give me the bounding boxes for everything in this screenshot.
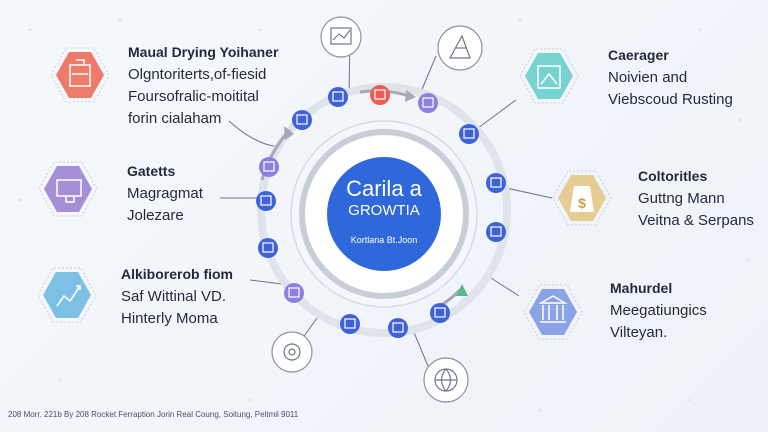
- block-line: Guttng Mann: [638, 190, 725, 207]
- ring-node: [340, 314, 360, 334]
- chart-icon: [56, 285, 81, 307]
- block-title: Maual Drying Yoihaner: [128, 44, 279, 60]
- block-title: Caerager: [608, 47, 669, 63]
- block-line: Veitna & Serpans: [638, 212, 754, 229]
- ring-node: [459, 124, 479, 144]
- ring-node: [370, 85, 390, 105]
- ring-node: [259, 157, 279, 177]
- block-line: Vilteyan.: [610, 324, 668, 341]
- ring-node: [328, 87, 348, 107]
- core-label: Carila a GROWTIA Kortlana Bt.Joon: [328, 176, 440, 246]
- ring-node: [430, 303, 450, 323]
- left-block-1: Maual Drying Yoihaner Olgntoriterts,of-f…: [128, 44, 278, 130]
- hex-right-3: [523, 284, 583, 340]
- block-line: Noivien and: [608, 69, 688, 86]
- block-line: Meegatiungics: [610, 302, 707, 319]
- block-title: Coltoritles: [638, 168, 708, 184]
- block-line: Jolezare: [127, 207, 184, 224]
- gallery-icon: [537, 65, 561, 89]
- ring-arrow-head: [405, 90, 416, 102]
- core-circle: [327, 157, 441, 271]
- block-line: Magragmat: [127, 185, 203, 202]
- ring-node: [258, 238, 278, 258]
- connector-line: [477, 99, 517, 129]
- archive-icon: [69, 59, 91, 87]
- right-block-1: Caerager Noivien and Viebscoud Rusting: [608, 47, 733, 111]
- hex-left-2: [38, 161, 98, 217]
- svg-text:$: $: [578, 195, 586, 211]
- right-block-2: Coltoritles Guttng Mann Veitna & Serpans: [638, 168, 754, 232]
- block-line: Olgntoriterts,of-fiesid: [128, 66, 267, 83]
- block-line: Foursofralic-moitital: [128, 88, 259, 105]
- footer-caption: 208 Morr. 221b By 208 Rocket Ferraption …: [8, 410, 299, 419]
- outline-gear-icon: [271, 331, 313, 373]
- ring-node: [292, 110, 312, 130]
- money-bag-icon: [570, 186, 594, 212]
- block-title: Mahurdel: [610, 280, 673, 296]
- ring-arrow-head: [456, 284, 468, 296]
- ring-node: [418, 93, 438, 113]
- block-line: forin cialaham: [128, 110, 222, 127]
- connector-line: [505, 187, 553, 199]
- core-subtitle: Kortlana Bt.Joon: [350, 235, 418, 245]
- block-title: Alkiborerob fiom: [121, 266, 234, 282]
- connector-line: [419, 55, 437, 95]
- connector-line: [412, 329, 429, 367]
- connector-line: [249, 279, 283, 285]
- ring-node: [388, 318, 408, 338]
- left-block-3: Alkiborerob fiom Saf Wittinal VD. Hinter…: [121, 266, 233, 330]
- ring-node: [256, 191, 276, 211]
- hex-left-3: [37, 267, 97, 323]
- left-block-2: Gatetts Magragmat Jolezare: [127, 163, 203, 227]
- block-line: Hinterly Moma: [121, 310, 218, 327]
- connector-line: [487, 275, 520, 297]
- ring-node: [284, 283, 304, 303]
- ring-node: [486, 173, 506, 193]
- hex-left-1: [50, 47, 110, 103]
- block-line: Saf Wittinal VD.: [121, 288, 227, 305]
- hex-right-1: [519, 48, 579, 104]
- ring-node: [486, 222, 506, 242]
- ring-arrow-head: [284, 126, 294, 140]
- bank-icon: [538, 295, 568, 323]
- hex-right-2: $: [552, 170, 612, 226]
- block-line: Viebscoud Rusting: [608, 91, 733, 108]
- outline-chart-icon: [320, 16, 362, 58]
- core-title-line1: Carila a: [346, 176, 422, 201]
- right-block-3: Mahurdel Meegatiungics Vilteyan.: [610, 280, 707, 344]
- core-title-line2: GROWTIA: [348, 202, 420, 219]
- block-title: Gatetts: [127, 163, 176, 179]
- monitor-icon: [56, 179, 82, 203]
